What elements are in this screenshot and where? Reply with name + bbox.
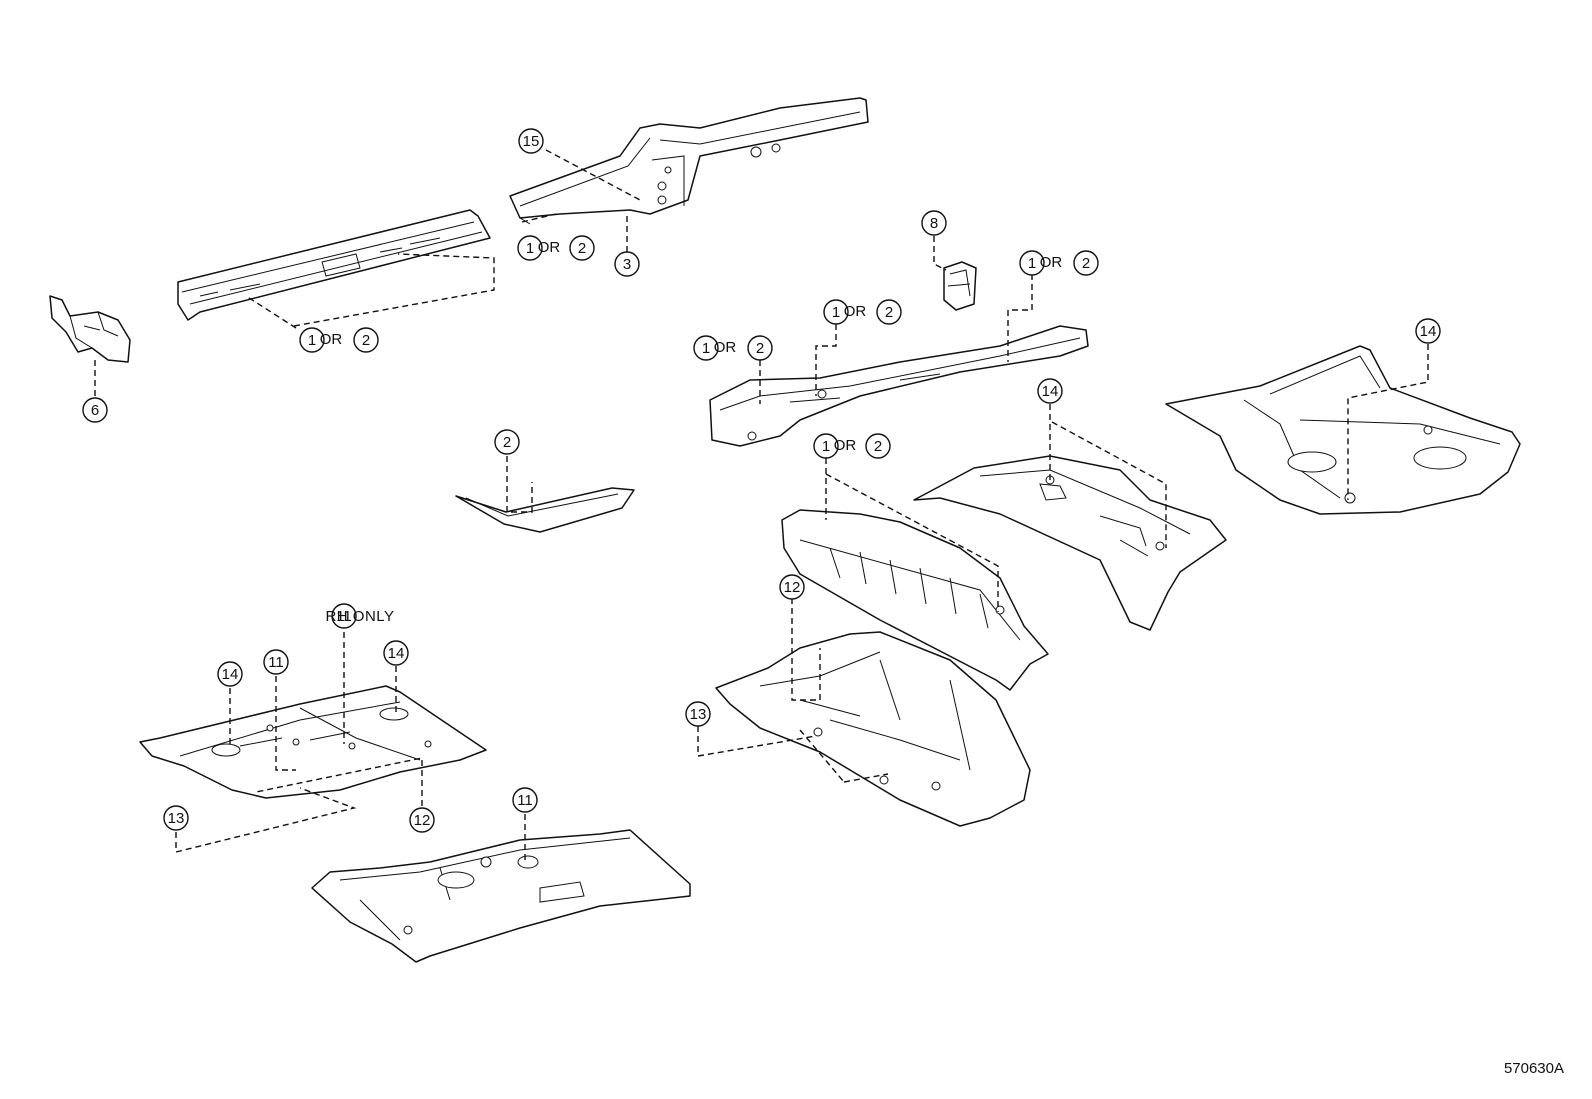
svg-text:1: 1	[526, 240, 534, 257]
callout-1-or-2-left-member: 1 OR 2	[299, 327, 379, 353]
callout-8: 8	[921, 210, 947, 236]
callout-13-right: 13	[685, 701, 711, 727]
svg-text:2: 2	[885, 304, 893, 321]
svg-text:6: 6	[91, 402, 99, 419]
svg-text:1: 1	[1028, 255, 1036, 272]
callout-13-left: 13	[163, 805, 189, 831]
leader-lines	[94, 149, 1429, 862]
svg-text:13: 13	[690, 706, 707, 723]
svg-text:2: 2	[362, 332, 370, 349]
svg-text:14: 14	[1042, 383, 1059, 400]
callout-11-bottom: 11	[512, 787, 538, 813]
callout-11-left: 11	[263, 649, 289, 675]
callout-14-left-right: 14	[383, 640, 409, 666]
callout-11-rh-only: 11 RH ONLY	[325, 603, 394, 629]
svg-text:1: 1	[308, 332, 316, 349]
callout-3: 3	[614, 251, 640, 277]
svg-text:OR: OR	[714, 339, 737, 356]
svg-text:2: 2	[756, 340, 764, 357]
svg-text:1: 1	[822, 438, 830, 455]
callout-1-or-2-side-member: 1 OR 2	[693, 335, 773, 361]
svg-text:15: 15	[523, 133, 540, 150]
middle-side-member	[709, 325, 1089, 447]
callout-1-or-2-center: 1 OR 2	[813, 433, 891, 459]
svg-text:13: 13	[168, 810, 185, 827]
svg-text:RH ONLY: RH ONLY	[325, 608, 394, 625]
svg-text:1: 1	[832, 304, 840, 321]
svg-text:14: 14	[388, 645, 405, 662]
callout-1-or-2-mid: 1 OR 2	[823, 299, 902, 325]
part-2-reinforcement	[455, 487, 635, 533]
callout-12-left: 12	[409, 807, 435, 833]
upper-frame-member	[509, 97, 869, 225]
front-floor-panel-left	[139, 685, 487, 799]
callout-14-right: 14	[1415, 318, 1441, 344]
callout-6: 6	[82, 397, 108, 423]
svg-text:OR: OR	[844, 303, 867, 320]
svg-text:OR: OR	[834, 437, 857, 454]
drawing-id: 570630A	[1503, 1060, 1564, 1077]
svg-text:2: 2	[503, 434, 511, 451]
callout-14-left: 14	[217, 661, 243, 687]
side-member-left	[177, 209, 491, 321]
rear-cross-member	[913, 455, 1227, 631]
svg-text:11: 11	[517, 792, 533, 809]
svg-text:8: 8	[930, 215, 938, 232]
rear-floor-pan	[1165, 345, 1521, 515]
svg-text:OR: OR	[320, 331, 343, 348]
svg-text:OR: OR	[1040, 254, 1063, 271]
svg-text:2: 2	[1082, 255, 1090, 272]
callout-14-mid: 14	[1037, 378, 1063, 404]
callout-15: 15	[518, 128, 544, 154]
callout-12-right: 12	[779, 574, 805, 600]
callout-1-or-2-upper: 1 OR 2	[517, 235, 595, 261]
svg-text:OR: OR	[538, 239, 561, 256]
front-floor-panel-bottom	[311, 829, 691, 963]
svg-text:14: 14	[222, 666, 239, 683]
svg-text:11: 11	[268, 654, 284, 671]
part-8-bracket	[943, 261, 977, 311]
svg-text:2: 2	[874, 438, 882, 455]
callout-1-or-2-right: 1 OR 2	[1019, 250, 1099, 276]
svg-text:14: 14	[1420, 323, 1437, 340]
svg-text:12: 12	[414, 812, 431, 829]
svg-text:3: 3	[623, 256, 631, 273]
callouts: 15 1 OR 2 3 1 OR 2 6 8 1 OR 2 1 OR 2	[82, 128, 1441, 833]
svg-text:2: 2	[578, 240, 586, 257]
svg-text:11: 11	[336, 608, 352, 625]
callout-2-small: 2	[494, 429, 520, 455]
svg-text:1: 1	[702, 340, 710, 357]
part-6-bracket	[49, 295, 131, 363]
svg-text:12: 12	[784, 579, 801, 596]
